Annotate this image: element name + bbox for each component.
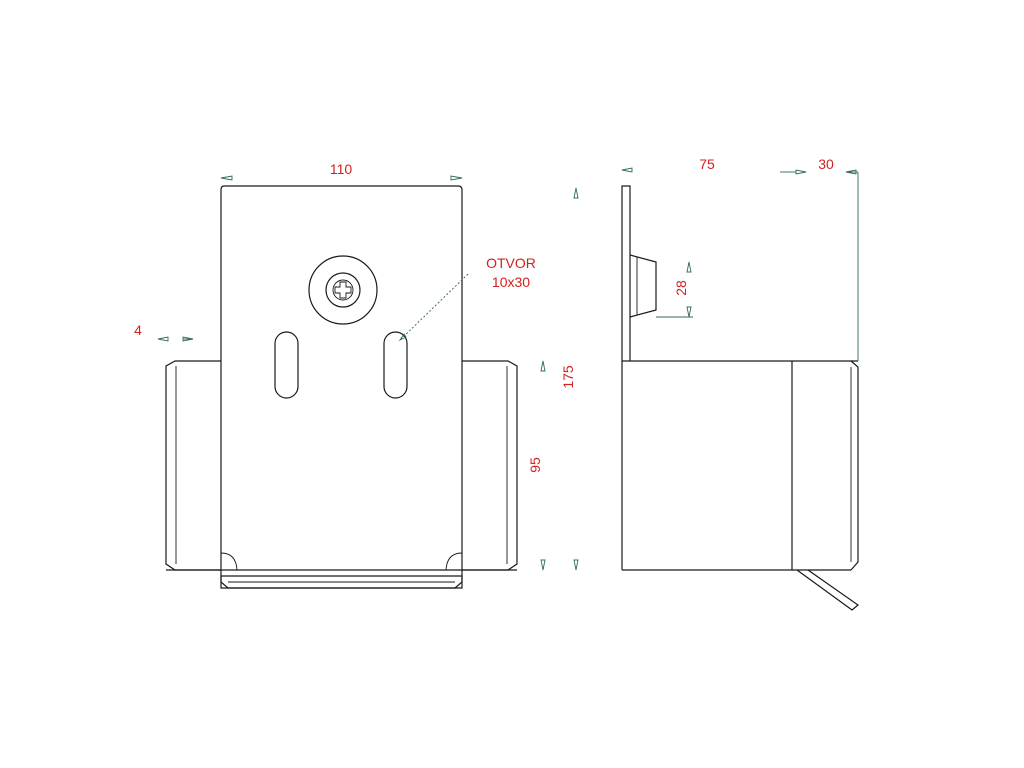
flange-dimension-label: 4 [134, 322, 142, 338]
base-plate [220, 575, 463, 589]
width-dimension-label: 110 [330, 161, 353, 177]
slot-left [274, 331, 299, 399]
back-plate-outline [220, 185, 463, 589]
tab-height-label: 28 [673, 280, 689, 296]
angled-strip [796, 569, 859, 611]
side-back-plate [621, 185, 631, 362]
offset-dimension-label: 30 [818, 156, 834, 172]
depth-dimension-label: 75 [699, 156, 715, 172]
side-view: 75 30 28 [621, 156, 859, 611]
dimension-marks-front [157, 175, 579, 571]
side-tab [629, 254, 657, 318]
hole-label-line1: OTVOR [486, 255, 536, 271]
total-height-label: 175 [560, 365, 576, 389]
hole-label-line2: 10x30 [492, 274, 530, 290]
dimension-marks-side [621, 167, 859, 361]
lower-height-label: 95 [527, 457, 543, 473]
right-flange [462, 360, 518, 571]
screw-icon [308, 255, 378, 325]
left-flange [165, 360, 221, 571]
slot-right [383, 331, 408, 399]
front-view: 110 4 OTVOR 10x30 175 95 [134, 161, 579, 589]
